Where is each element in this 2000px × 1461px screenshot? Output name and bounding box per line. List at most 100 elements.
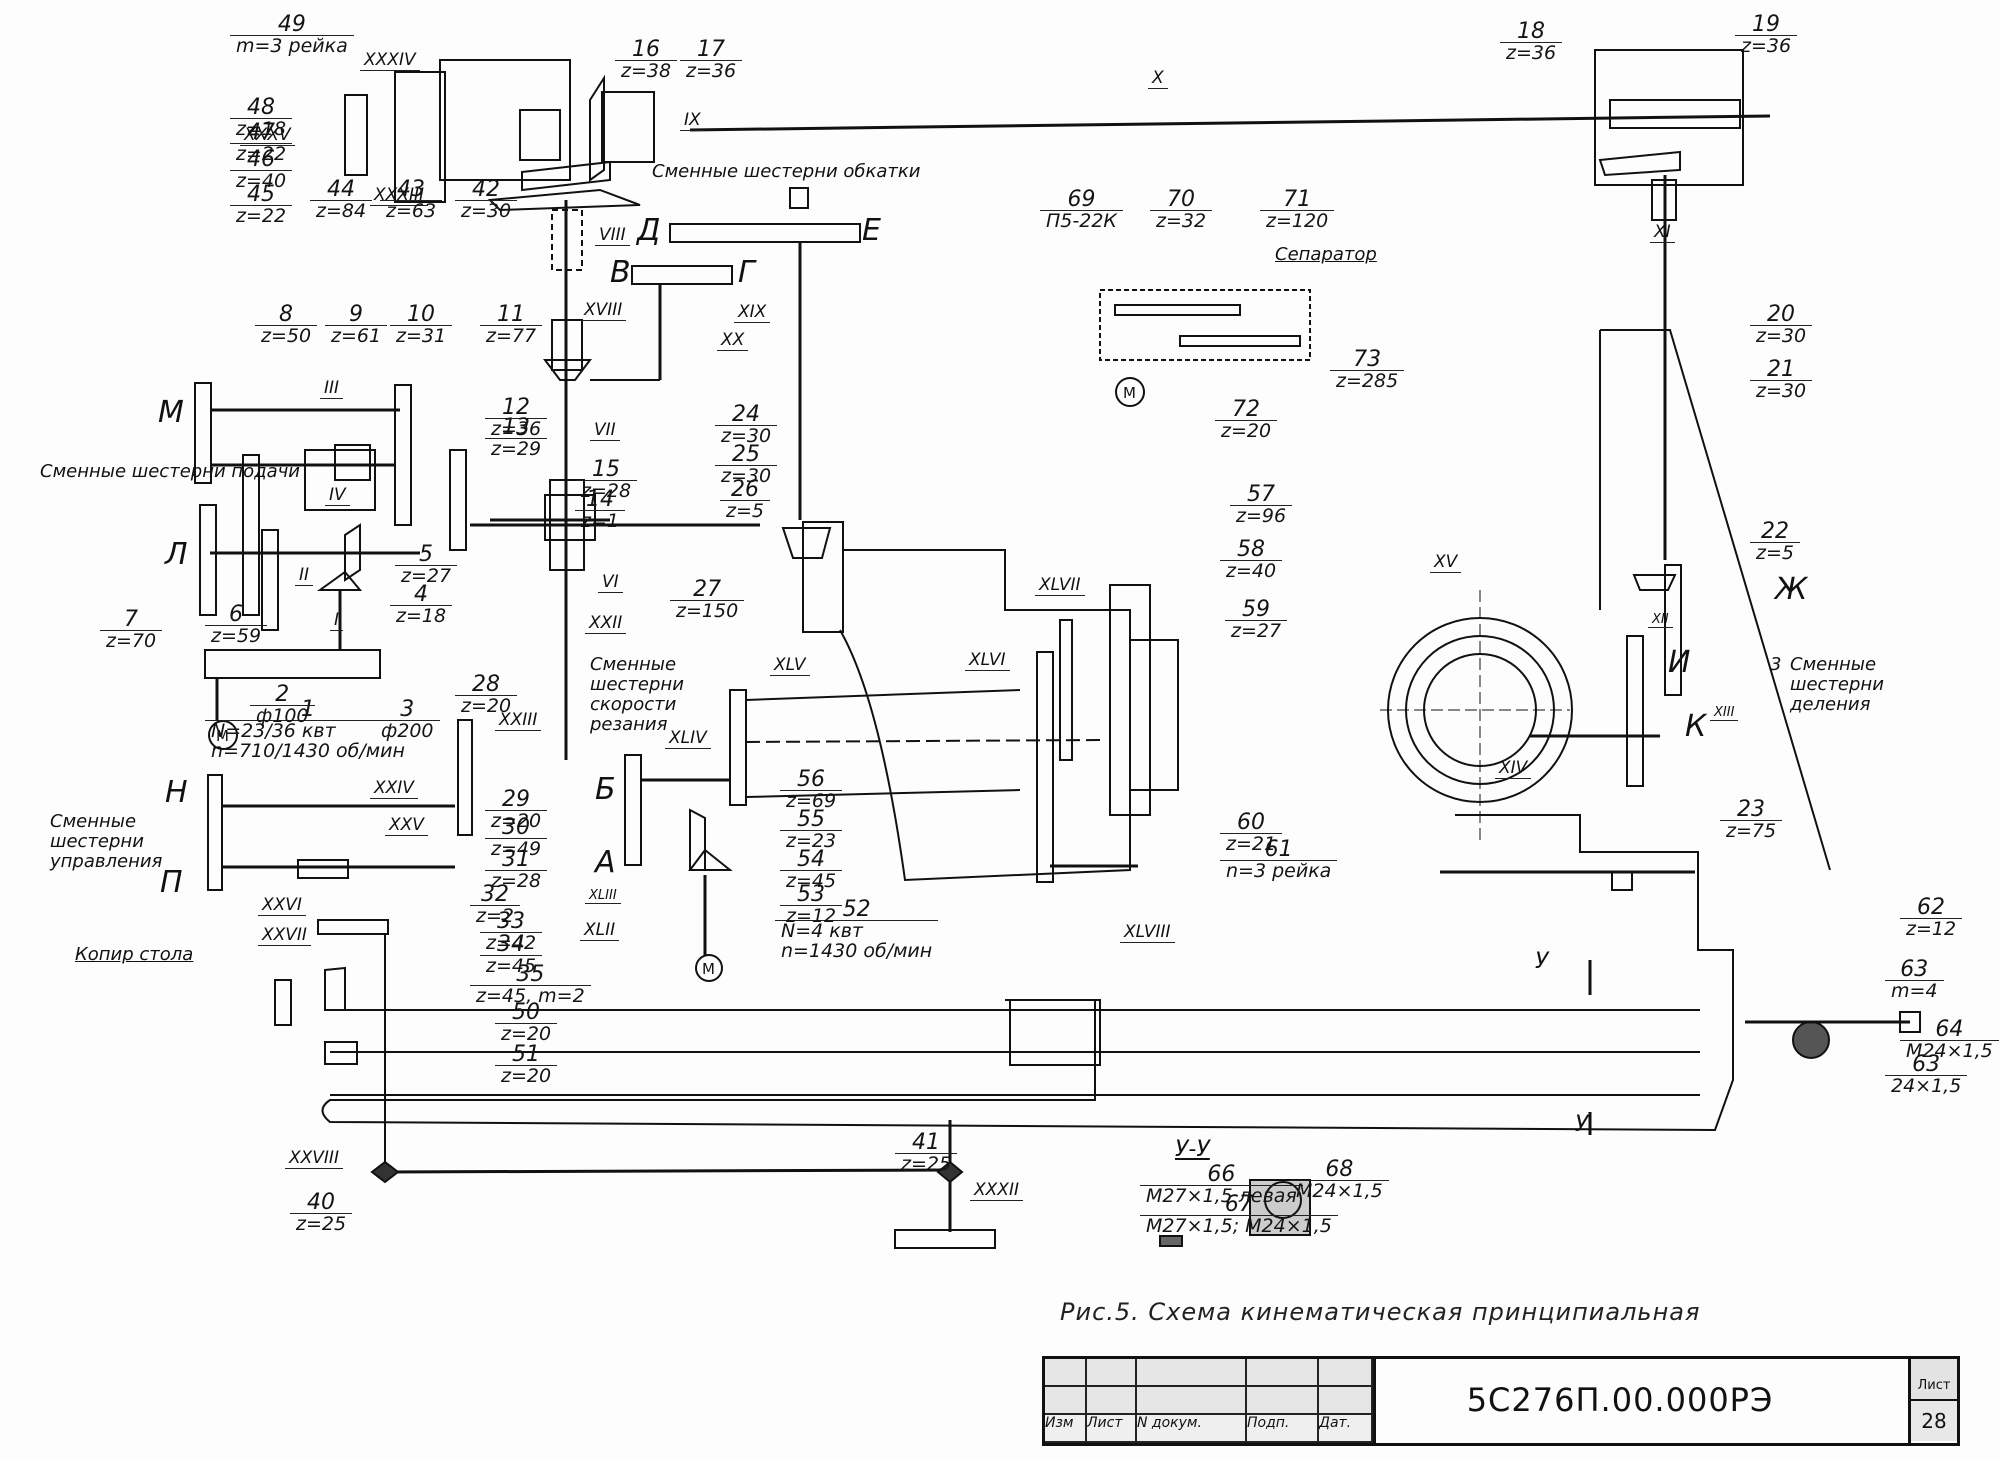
part-number: 28 bbox=[472, 672, 501, 697]
part-spec: ф200 bbox=[375, 720, 440, 741]
part-number: 60 bbox=[1237, 810, 1266, 835]
shaft-label: XX bbox=[717, 330, 749, 351]
sheet-number: 28 bbox=[1911, 1401, 1957, 1441]
part-spec: z=36 bbox=[485, 418, 548, 439]
part-spec: z=45 bbox=[780, 870, 843, 891]
bevel-gear-16 bbox=[589, 74, 605, 182]
part-spec: M27×1,5 левая bbox=[1140, 1185, 1303, 1206]
part-number: 1 bbox=[300, 697, 315, 722]
part-number: 40 bbox=[307, 1190, 336, 1215]
part-number: 30 bbox=[502, 815, 531, 840]
part-spec: z=61 bbox=[325, 325, 388, 346]
part-spec: z=30 bbox=[715, 425, 778, 446]
motor-52 bbox=[695, 954, 723, 982]
gear-33-34 bbox=[317, 919, 389, 935]
part-number: 2 bbox=[275, 682, 290, 707]
gear-N-P bbox=[207, 774, 223, 891]
part-number: 25 bbox=[732, 442, 761, 467]
part-spec: z=25 bbox=[895, 1153, 958, 1174]
part-number: 41 bbox=[912, 1130, 941, 1155]
part-spec: z=285 bbox=[1330, 370, 1405, 391]
part-spec: z=84 bbox=[310, 200, 373, 221]
part-spec: z=40 bbox=[230, 170, 293, 191]
section-mark-bottom: У bbox=[1575, 1112, 1589, 1137]
shaft-label: XLIII bbox=[585, 888, 621, 904]
part-number: 24 bbox=[732, 402, 761, 427]
part-spec: z=20 bbox=[1215, 420, 1278, 441]
part-number: 8 bbox=[279, 302, 294, 327]
part-spec: z=12 bbox=[1900, 918, 1963, 939]
part-number: 63 bbox=[1912, 1052, 1941, 1077]
shaft-label: XLVII bbox=[1035, 575, 1085, 596]
shaft-x-line bbox=[689, 114, 1771, 132]
part-spec: z=38 bbox=[615, 60, 678, 81]
part-spec: z=28 bbox=[575, 480, 638, 501]
gear-letter-d: Д bbox=[637, 213, 661, 248]
title-block: Изм Лист N докум. Подп. Дат. 5С276П.00.0… bbox=[1042, 1356, 1960, 1446]
motor-1-symbol: М bbox=[216, 727, 229, 745]
part-spec: z=45 bbox=[480, 955, 543, 976]
part-number: 22 bbox=[1760, 519, 1789, 544]
part-spec: z=22 bbox=[230, 143, 293, 164]
shaft-label: XXII bbox=[585, 613, 627, 634]
shaft-label: XXVI bbox=[258, 895, 306, 916]
shaft-label: XV bbox=[1430, 552, 1462, 573]
part-number: 47 bbox=[247, 120, 276, 145]
part-number: 31 bbox=[502, 847, 531, 872]
note-rolling-gears: Сменные шестерни обкатки bbox=[652, 161, 921, 182]
part-spec: z=77 bbox=[480, 325, 543, 346]
part-number: 18 bbox=[1517, 19, 1546, 44]
part-number: 53 bbox=[797, 882, 826, 907]
note-index-prefix: 3 bbox=[1770, 654, 1782, 675]
part-number: 50 bbox=[512, 1000, 541, 1025]
motor-69 bbox=[1115, 377, 1145, 407]
part-number: 32 bbox=[480, 882, 509, 907]
part-spec: N=23/36 квт n=710/1430 об/мин bbox=[205, 720, 411, 761]
worm-27 bbox=[781, 527, 832, 559]
part-spec: M24×1,5 bbox=[1290, 1180, 1389, 1201]
part-spec: z=36 bbox=[1500, 42, 1563, 63]
shaft-label: XXVII bbox=[258, 925, 311, 946]
part-spec: z=150 bbox=[670, 600, 745, 621]
part-spec: z=23 bbox=[780, 830, 843, 851]
part-spec: z=2 bbox=[470, 905, 520, 926]
part-spec: z=30 bbox=[455, 200, 518, 221]
part-spec: z=5 bbox=[720, 500, 770, 521]
gear-letter-m: М bbox=[158, 395, 184, 430]
part-number: 66 bbox=[1207, 1162, 1236, 1187]
rack-block-49 bbox=[344, 94, 368, 176]
part-spec: z=70 bbox=[100, 630, 163, 651]
gear-zh bbox=[1664, 564, 1682, 696]
part-number: 5 bbox=[419, 542, 434, 567]
gear-33-bottom bbox=[894, 1229, 996, 1249]
worm-32 bbox=[297, 859, 349, 879]
part-number: 44 bbox=[327, 177, 356, 202]
part-number: 29 bbox=[502, 787, 531, 812]
